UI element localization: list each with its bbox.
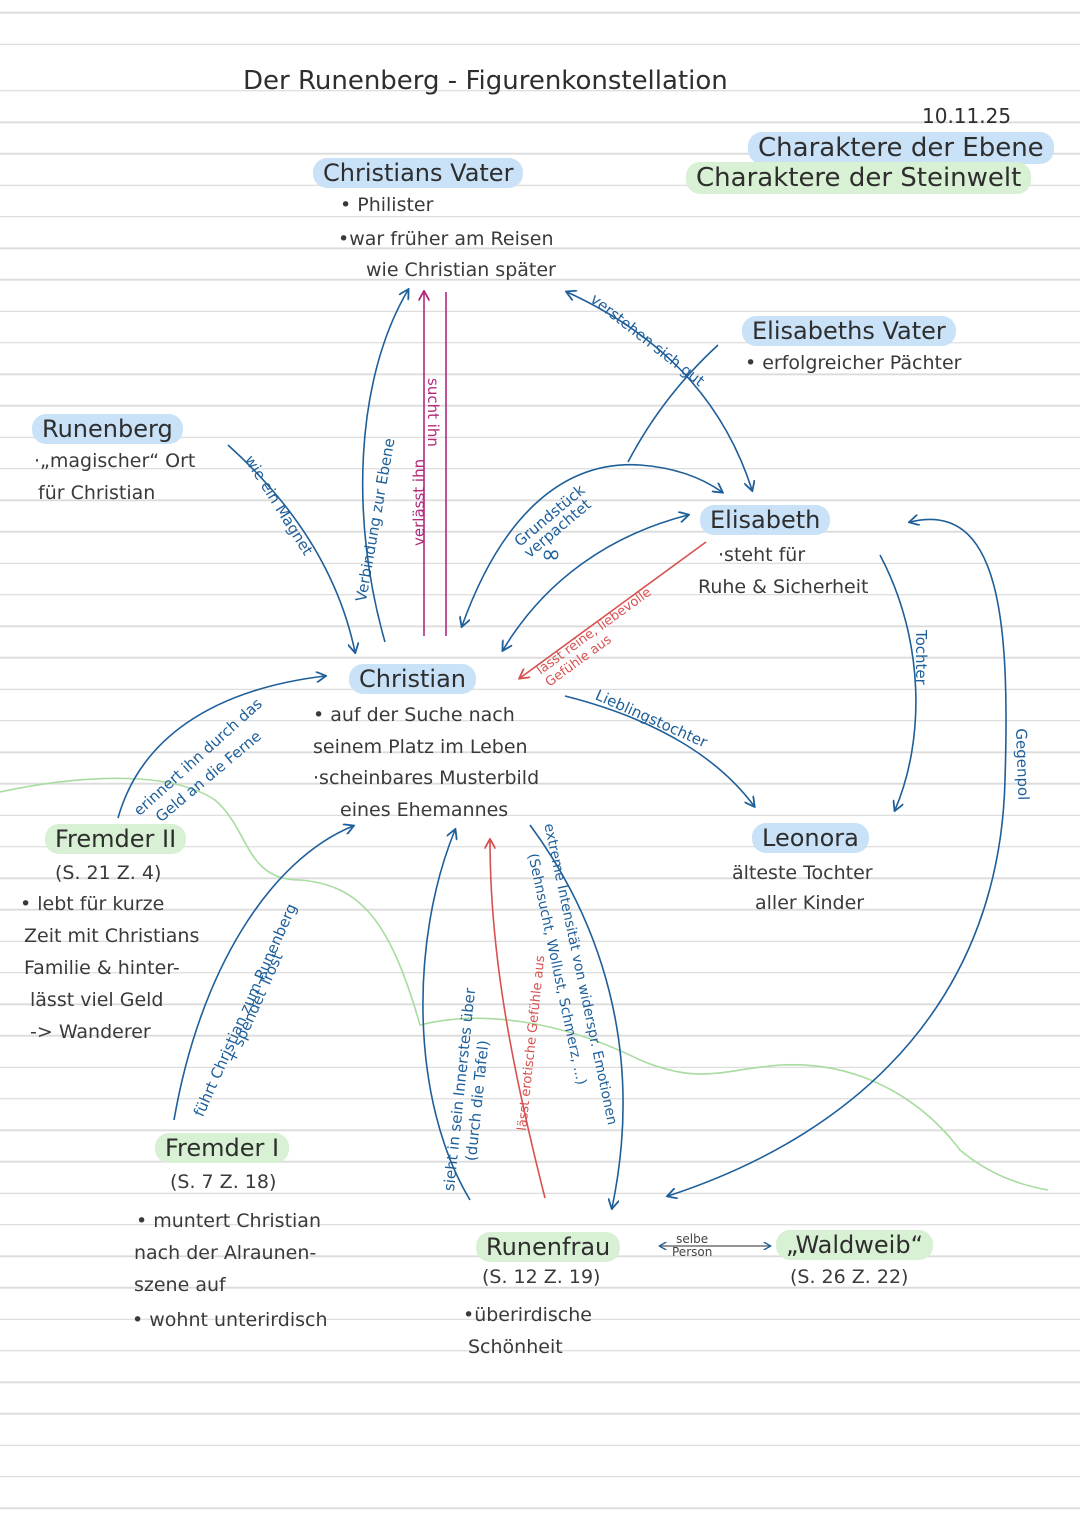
note-fremder2-2: • lebt für kurze <box>20 893 165 915</box>
node-elisabeth: Elisabeth <box>700 505 831 535</box>
label-tochter: Tochter <box>912 630 930 685</box>
arrow-magnet <box>227 444 355 652</box>
note-elisabeth-1: ·steht für <box>718 544 806 566</box>
note-fremder1-4: szene auf <box>134 1274 226 1296</box>
note-elisabeth-2: Ruhe & Sicherheit <box>698 576 869 598</box>
legend-plain-world: Charaktere der Ebene <box>748 132 1054 164</box>
note-fremder2-5: lässt viel Geld <box>30 989 164 1011</box>
label-gegenpol: Gegenpol <box>1012 728 1033 801</box>
arrow-erinnert <box>117 676 325 819</box>
note-vater-3: wie Christian später <box>366 259 556 281</box>
label-verlaesst: verlässt ihn <box>410 458 428 546</box>
note-runenberg-1: ·„magischer“ Ort <box>34 450 196 472</box>
node-elisabeths-vater: Elisabeths Vater <box>742 316 956 346</box>
arrow-fuehrt <box>173 826 353 1121</box>
arrow-extreme <box>529 824 624 1208</box>
note-christian-1: • auf der Suche nach <box>313 704 515 726</box>
arrow-tochter <box>879 554 917 810</box>
note-fremder1-2: • muntert Christian <box>136 1210 321 1232</box>
arrow-verbindung <box>361 290 408 643</box>
legend-stone-world: Charaktere der Steinwelt <box>686 162 1032 194</box>
node-runenberg: Runenberg <box>32 414 183 444</box>
arrow-sieht <box>422 830 471 1201</box>
label-selbe-person: selbe Person <box>672 1233 712 1259</box>
node-fremder-1: Fremder I <box>155 1133 290 1163</box>
label-person: Person <box>672 1245 713 1259</box>
note-fremder1-5: • wohnt unterirdisch <box>132 1309 328 1331</box>
arrow-christian-elisabeth <box>503 515 688 650</box>
node-christians-vater: Christians Vater <box>313 158 524 188</box>
note-christian-4: eines Ehemannes <box>340 799 509 821</box>
note-runenfrau-1: (S. 12 Z. 19) <box>482 1266 601 1288</box>
note-fremder2-3: Zeit mit Christians <box>24 925 200 947</box>
note-fremder2-6: -> Wanderer <box>30 1021 151 1043</box>
arrow-erotisch <box>490 840 546 1199</box>
note-christian-3: ·scheinbares Musterbild <box>313 767 540 789</box>
label-rings: ∞ <box>541 540 561 568</box>
note-runenfrau-2: •überirdische <box>463 1304 592 1326</box>
node-fremder-2: Fremder II <box>45 824 187 854</box>
note-runenfrau-3: Schönheit <box>468 1336 563 1358</box>
node-runenfrau: Runenfrau <box>476 1232 621 1262</box>
note-elis-vater-1: • erfolgreicher Pächter <box>745 352 962 374</box>
line-elis-vater <box>627 344 719 463</box>
note-leonora-2: aller Kinder <box>755 892 865 914</box>
note-vater-1: • Philister <box>340 194 434 216</box>
arrow-lieblingstochter <box>564 695 754 806</box>
node-christian: Christian <box>349 664 477 694</box>
note-fremder1-3: nach der Alraunen- <box>134 1242 317 1264</box>
note-fremder1-1: (S. 7 Z. 18) <box>170 1171 277 1193</box>
node-waldweib: „Waldweib“ <box>776 1230 934 1260</box>
node-leonora: Leonora <box>752 823 869 853</box>
page-title: Der Runenberg - Figurenkonstellation <box>243 66 728 96</box>
arrow-gegenpol <box>668 519 1007 1196</box>
arrow-verstehen <box>567 292 752 490</box>
note-christian-2: seinem Platz im Leben <box>313 736 528 758</box>
note-vater-2: •war früher am Reisen <box>338 228 554 250</box>
note-fremder2-1: (S. 21 Z. 4) <box>55 862 162 884</box>
note-fremder2-4: Familie & hinter- <box>24 957 180 979</box>
note-waldweib-1: (S. 26 Z. 22) <box>790 1266 909 1288</box>
note-runenberg-2: für Christian <box>38 482 156 504</box>
label-sucht: sucht ihn <box>424 378 442 447</box>
note-leonora-1: älteste Tochter <box>732 862 873 884</box>
date: 10.11.25 <box>922 104 1012 128</box>
arrow-grundstueck <box>462 463 722 626</box>
